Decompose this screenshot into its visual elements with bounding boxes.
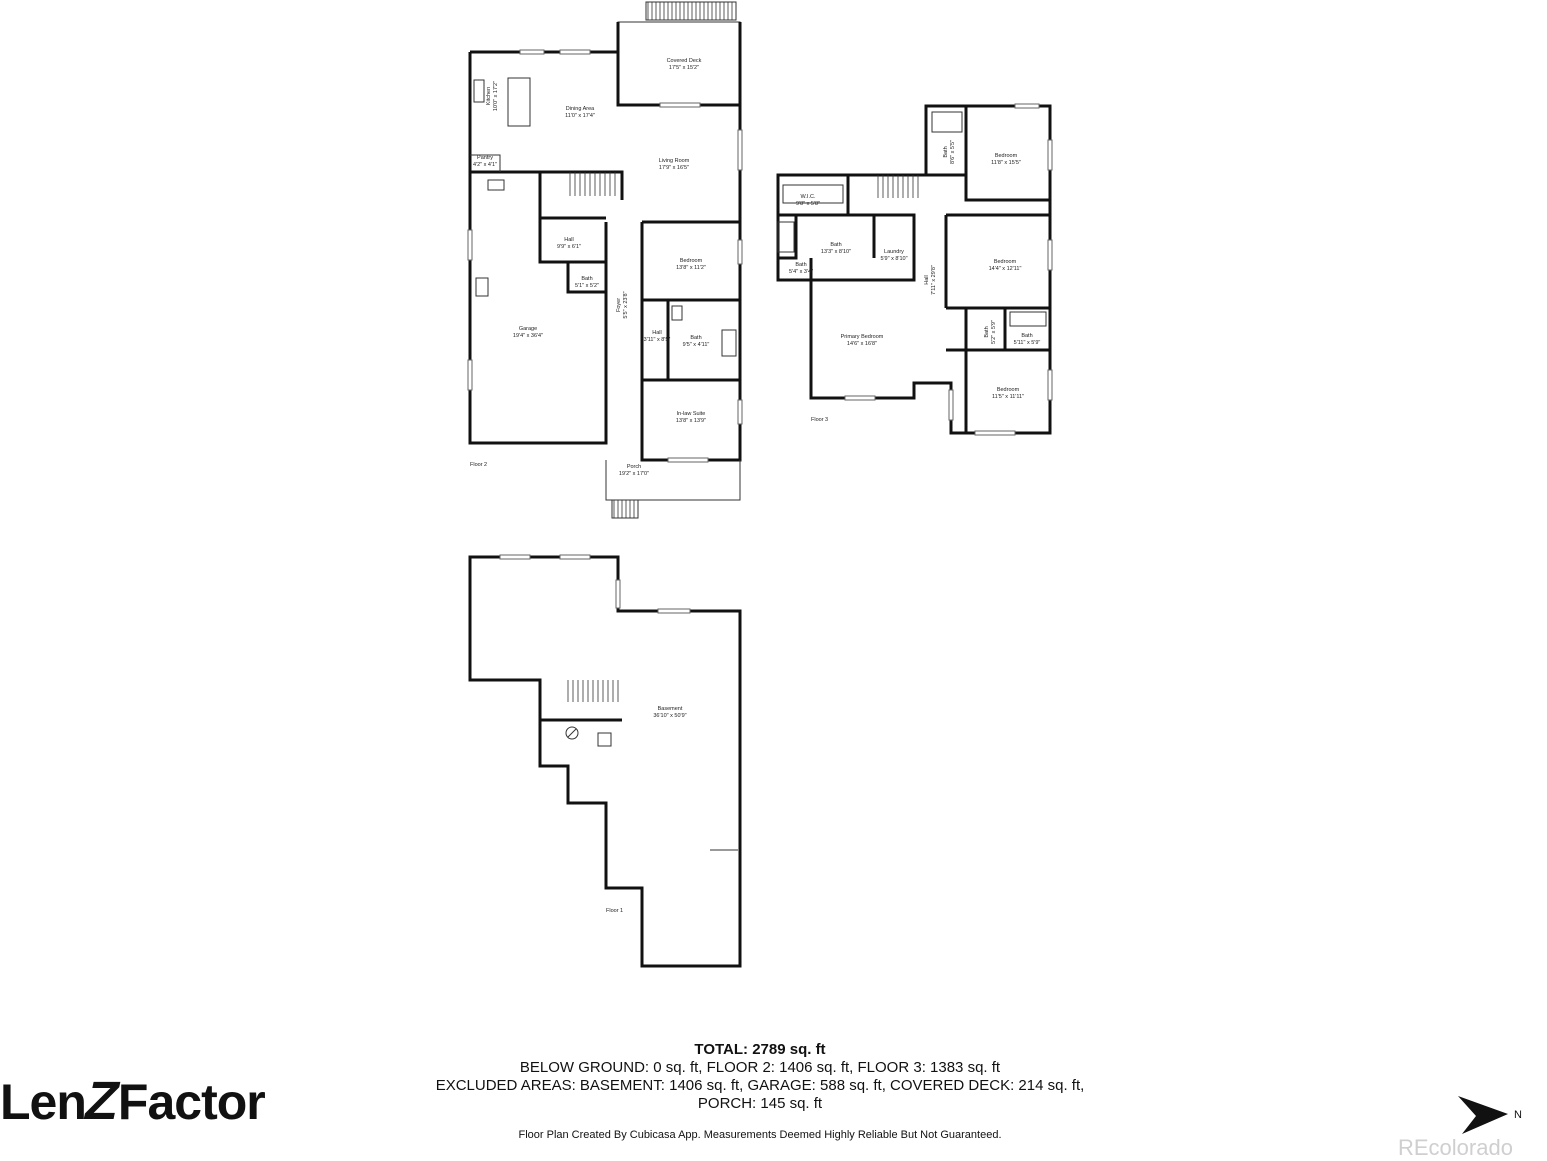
room-dim: 5'11" x 5'9": [1014, 340, 1041, 346]
room-dim: 17'5" x 15'2": [669, 65, 699, 71]
room-name: Laundry: [884, 249, 904, 255]
room-dim: 13'8" x 13'9": [676, 418, 706, 424]
area-summary: TOTAL: 2789 sq. ft BELOW GROUND: 0 sq. f…: [360, 1041, 1160, 1113]
room-dim: 14'4" x 12'11": [989, 266, 1022, 272]
room-dim: 5'9" x 8'10": [880, 256, 907, 262]
room-name: Bath: [984, 326, 990, 337]
room-name: Bedroom: [680, 258, 703, 264]
recolorado-watermark: REcolorado: [1398, 1135, 1513, 1160]
room-dim: 4'2" x 4'1": [473, 162, 497, 168]
room-dim: 10'0" x 17'2": [493, 81, 499, 111]
room-dim: 19'2" x 17'0": [619, 471, 649, 477]
lenzfactor-logo: LenZFactor: [0, 1070, 266, 1132]
credit-note: Floor Plan Created By Cubicasa App. Meas…: [518, 1129, 1002, 1141]
room-dim: 17'9" x 16'5": [659, 165, 689, 171]
room-name: Porch: [627, 464, 641, 470]
room-name: Garage: [519, 326, 537, 332]
floor-plan: Covered Deck 17'5" x 15'2" Dining Area 1…: [467, 1, 1053, 968]
room-dim: 36'10" x 50'9": [653, 713, 686, 719]
floor-1-labels: Basement 36'10" x 50'9" Floor 1: [606, 706, 687, 914]
room-name: Living Room: [659, 158, 690, 164]
room-dim: 7'11" x 29'8": [931, 265, 937, 295]
room-name: Hall: [924, 275, 930, 284]
floor-2-plan: [467, 1, 743, 519]
room-name: Primary Bedroom: [841, 334, 884, 340]
room-dim: 5'5" x 23'8": [623, 291, 629, 318]
room-dim: 8'6" x 5'5": [950, 140, 956, 164]
floor-3-labels: W.I.C. 9'8" x 5'8" Bath 13'3" x 8'10" La…: [789, 140, 1040, 423]
floor-1-plan: [468, 554, 742, 968]
room-dim: 5'1" x 5'2": [575, 283, 599, 289]
room-dim: 5'4" x 3'4": [789, 269, 813, 275]
room-name: Hall: [652, 330, 661, 336]
room-dim: 19'4" x 36'4": [513, 333, 543, 339]
room-dim: 9'8" x 5'8": [796, 201, 820, 207]
floor-3-plan: [776, 103, 1053, 436]
floor-2-labels: Covered Deck 17'5" x 15'2" Dining Area 1…: [470, 58, 709, 477]
room-name: W.I.C.: [801, 194, 816, 200]
room-name: Bedroom: [997, 387, 1020, 393]
logo-text-3: Factor: [117, 1074, 266, 1130]
room-name: Foyer: [616, 298, 622, 312]
floor-label: Floor 3: [811, 417, 828, 423]
excluded-areas-cont: PORCH: 145 sq. ft: [697, 1095, 823, 1112]
total-area: TOTAL: 2789 sq. ft: [694, 1041, 826, 1058]
room-dim: 13'3" x 8'10": [821, 249, 851, 255]
room-name: Bath: [830, 242, 841, 248]
room-name: Pantry: [477, 155, 493, 161]
room-name: Bath: [581, 276, 592, 282]
room-name: Covered Deck: [667, 58, 702, 64]
room-name: Bath: [690, 335, 701, 341]
room-name: Dining Area: [566, 106, 595, 112]
room-name: Bedroom: [995, 153, 1018, 159]
north-arrow-icon: N: [1458, 1096, 1522, 1134]
excluded-areas: EXCLUDED AREAS: BASEMENT: 1406 sq. ft, G…: [435, 1077, 1085, 1094]
room-name: Hall: [564, 237, 573, 243]
room-name: Basement: [658, 706, 683, 712]
room-dim: 3'11" x 8'5": [644, 337, 671, 343]
room-dim: 11'0" x 17'4": [565, 113, 595, 119]
room-name: Bath: [1021, 333, 1032, 339]
room-dim: 14'6" x 16'8": [847, 341, 877, 347]
room-name: Bedroom: [994, 259, 1017, 265]
floor-label: Floor 2: [470, 462, 487, 468]
north-label: N: [1514, 1109, 1522, 1121]
room-name: Bath: [943, 146, 949, 157]
room-name: In-law Suite: [677, 411, 706, 417]
room-dim: 9'5" x 4'11": [683, 342, 710, 348]
room-dim: 9'9" x 6'1": [557, 244, 581, 250]
room-dim: 11'8" x 15'5": [991, 160, 1021, 166]
floor-areas: BELOW GROUND: 0 sq. ft, FLOOR 2: 1406 sq…: [519, 1059, 1001, 1076]
room-name: Bath: [795, 262, 806, 268]
logo-text-1: Len: [0, 1074, 87, 1130]
room-dim: 13'8" x 11'2": [676, 265, 706, 271]
room-name: Kitchen: [486, 87, 492, 105]
floor-label: Floor 1: [606, 908, 623, 914]
room-dim: 11'5" x 11'11": [992, 394, 1024, 400]
room-dim: 5'2" x 5'9": [991, 320, 997, 344]
